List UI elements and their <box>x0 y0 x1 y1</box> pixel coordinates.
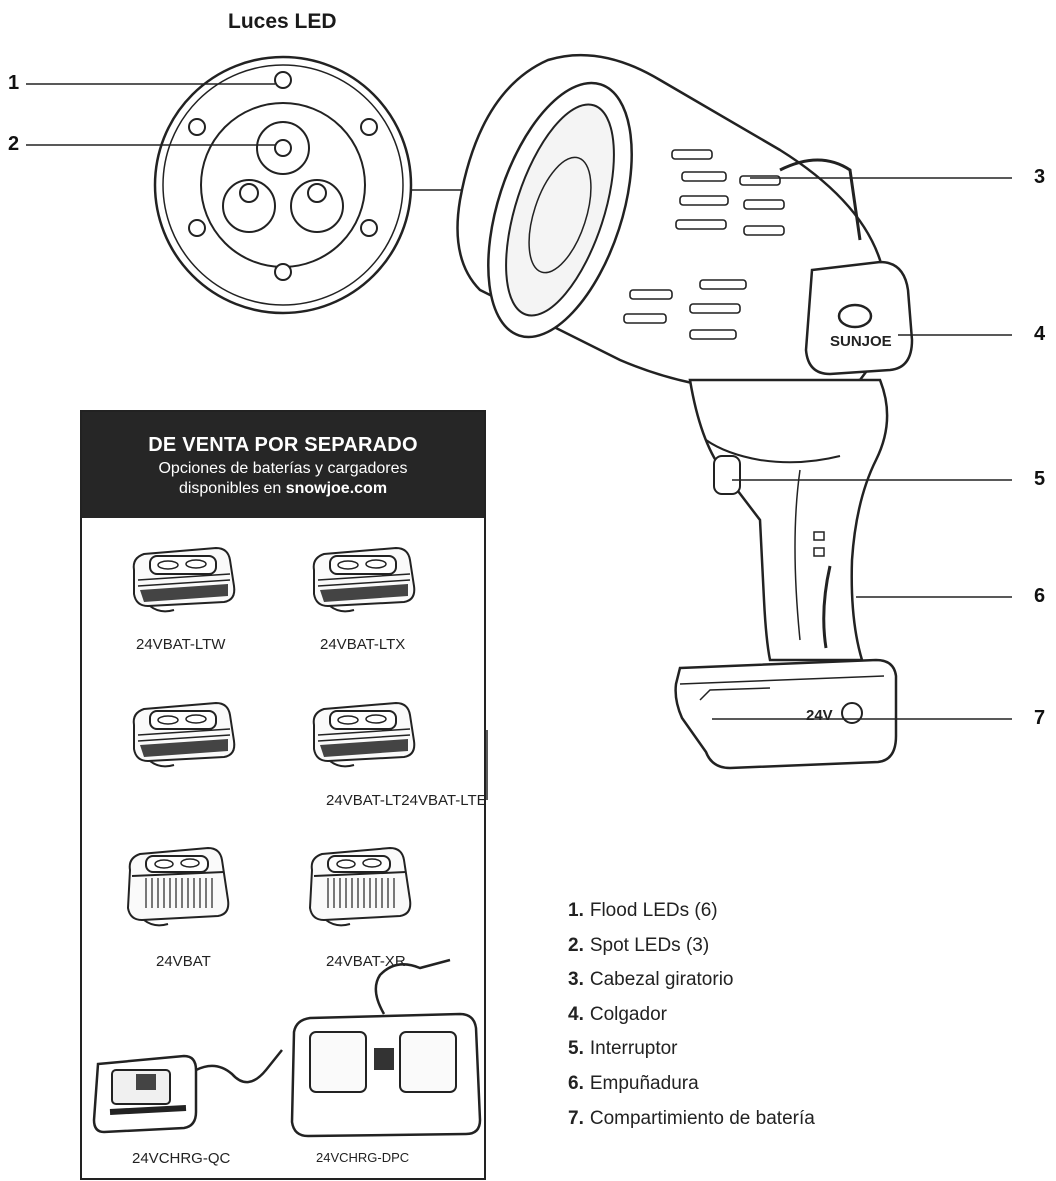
legend-number: 7. <box>568 1107 584 1129</box>
accessory-label: 24VBAT-LTX <box>320 636 406 653</box>
callout-2: 2 <box>8 133 20 155</box>
sold-separately-box: DE VENTA POR SEPARADO Opciones de baterí… <box>80 410 486 1180</box>
legend-number: 1. <box>568 900 584 921</box>
lamp-head-drawing: SUNJOE <box>456 53 914 392</box>
legend-text: Empuñadura <box>589 1072 699 1094</box>
legend-text: Interruptor <box>589 1038 678 1060</box>
base-mark: 24V <box>806 707 833 724</box>
legend-item: 6.Empuñadura <box>568 1073 988 1108</box>
callout-6: 6 <box>1034 585 1046 607</box>
battery-base-drawing: 24V <box>674 658 898 770</box>
accessory-label: 24VBAT-LT24VBAT-LTE <box>326 792 487 809</box>
legend-item: 2.Spot LEDs (3) <box>568 935 988 970</box>
accessory-label: 24VCHRG-QC <box>132 1150 231 1167</box>
sold-separately-site: snowjoe.com <box>285 480 388 497</box>
legend-number: 4. <box>568 1003 584 1025</box>
accessory-label: 24VBAT-XR <box>326 953 406 970</box>
legend-number: 3. <box>568 969 584 991</box>
led-face-view <box>153 55 413 315</box>
callout-7: 7 <box>1034 707 1046 729</box>
legend-number: 5. <box>568 1038 584 1060</box>
callout-5: 5 <box>1034 468 1046 490</box>
lamp-handle-drawing <box>688 378 889 662</box>
legend-text: Flood LEDs (6) <box>589 900 718 921</box>
accessory-label: 24VBAT <box>156 953 211 970</box>
sold-separately-header: DE VENTA POR SEPARADO Opciones de baterí… <box>82 412 484 518</box>
callout-3: 3 <box>1034 166 1046 188</box>
legend-item: 1.Flood LEDs (6) <box>568 900 988 935</box>
sold-separately-line1: Opciones de baterías y cargadores <box>158 460 408 477</box>
legend-text: Colgador <box>589 1003 667 1025</box>
legend-number: 6. <box>568 1072 584 1094</box>
sold-separately-heading: DE VENTA POR SEPARADO <box>148 434 418 456</box>
legend-item: 7.Compartimiento de batería <box>568 1108 988 1143</box>
brand-mark: SUNJOE <box>830 333 892 350</box>
parts-legend: 1.Flood LEDs (6) 2.Spot LEDs (3) 3.Cabez… <box>568 900 988 1142</box>
legend-text: Compartimiento de batería <box>589 1107 815 1129</box>
sold-separately-line2-prefix: disponibles en <box>178 480 286 497</box>
legend-item: 4.Colgador <box>568 1004 988 1039</box>
callout-1: 1 <box>8 72 20 94</box>
accessory-label: 24VCHRG-DPC <box>316 1150 410 1165</box>
callout-leaders <box>26 83 1012 720</box>
callout-4: 4 <box>1034 323 1046 345</box>
sold-separately-line2: disponibles en snowjoe.com <box>82 479 484 499</box>
legend-item: 3.Cabezal giratorio <box>568 969 988 1004</box>
led-view-title: Luces LED <box>228 10 337 33</box>
legend-text: Cabezal giratorio <box>589 969 734 991</box>
legend-text: Spot LEDs (3) <box>589 934 710 956</box>
accessory-drawings <box>92 547 488 1138</box>
legend-item: 5.Interruptor <box>568 1038 988 1073</box>
accessory-label: 24VBAT-LTW <box>136 636 226 653</box>
legend-number: 2. <box>568 934 584 956</box>
